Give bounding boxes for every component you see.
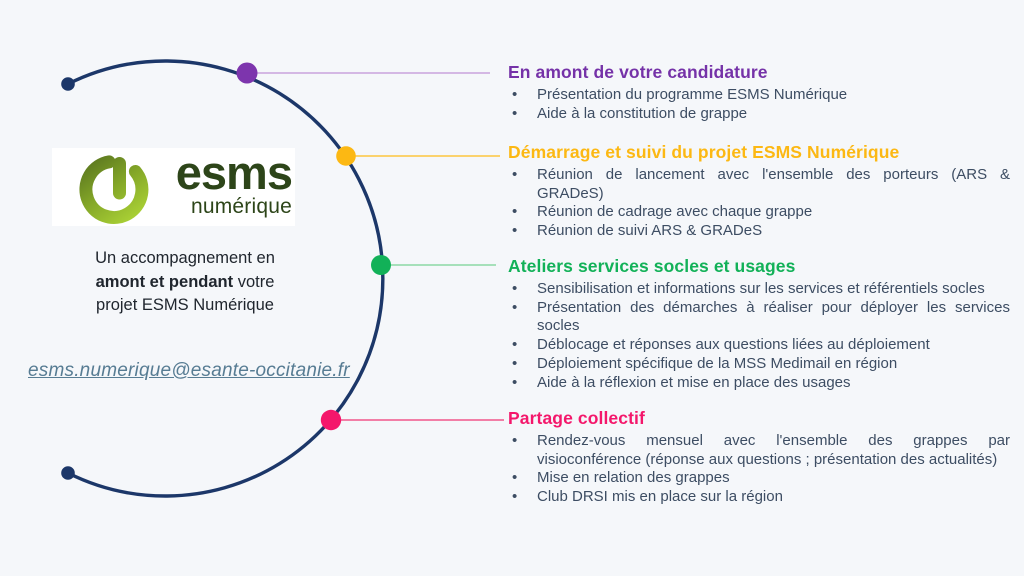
- arc-endpoint-dot-bottom: [61, 466, 75, 480]
- logo-text-numerique: numérique: [190, 195, 292, 218]
- list-item: Réunion de suivi ARS & GRADeS: [508, 222, 1010, 241]
- arc-endpoint-dot-top: [61, 77, 75, 91]
- tagline-line-3: projet ESMS Numérique: [96, 296, 274, 314]
- tagline-line-2: amont et pendant votre: [30, 271, 340, 295]
- list-item: Aide à la constitution de grappe: [508, 105, 1010, 124]
- bullet-list: Présentation du programme ESMS Numérique…: [508, 86, 1010, 123]
- section-title: Démarrage et suivi du projet ESMS Numéri…: [508, 142, 900, 162]
- list-item: Sensibilisation et informations sur les …: [508, 280, 1010, 299]
- esms-numerique-logo: esms numérique: [52, 148, 295, 226]
- milestone-dot-yellow: [336, 146, 356, 166]
- list-item: Déploiement spécifique de la MSS Medimai…: [508, 355, 1010, 374]
- section-partage: Partage collectif Rendez-vous mensuel av…: [508, 408, 1010, 507]
- arc-path: [67, 59, 385, 498]
- bullet-list: Sensibilisation et informations sur les …: [508, 280, 1010, 392]
- tagline-bold-suffix: votre: [233, 272, 275, 291]
- tagline: Un accompagnement en amont et pendant vo…: [30, 247, 340, 318]
- logo-text-esms: esms: [175, 146, 293, 199]
- list-item: Présentation des démarches à réaliser po…: [508, 299, 1010, 336]
- esms-ring-icon: [79, 155, 149, 224]
- section-title: Ateliers services socles et usages: [508, 256, 796, 276]
- section-ateliers: Ateliers services socles et usages Sensi…: [508, 256, 1010, 392]
- section-title: Partage collectif: [508, 408, 645, 428]
- bullet-list: Réunion de lancement avec l'ensemble des…: [508, 166, 1010, 241]
- section-title: En amont de votre candidature: [508, 62, 768, 82]
- tagline-line-1: Un accompagnement en: [95, 249, 275, 267]
- contact-email-link[interactable]: esms.numerique@esante-occitanie.fr: [28, 360, 350, 381]
- list-item: Aide à la réflexion et mise en place des…: [508, 374, 1010, 393]
- bullet-list: Rendez-vous mensuel avec l'ensemble des …: [508, 432, 1010, 507]
- milestone-dot-purple: [236, 62, 258, 84]
- list-item: Réunion de lancement avec l'ensemble des…: [508, 166, 1010, 203]
- list-item: Mise en relation des grappes: [508, 469, 1010, 488]
- list-item: Présentation du programme ESMS Numérique: [508, 86, 1010, 105]
- milestone-dot-pink: [320, 409, 342, 431]
- section-demarrage: Démarrage et suivi du projet ESMS Numéri…: [508, 142, 1010, 241]
- list-item: Déblocage et réponses aux questions liée…: [508, 336, 1010, 355]
- logo-wordmark: esms numérique: [142, 146, 293, 226]
- list-item: Rendez-vous mensuel avec l'ensemble des …: [508, 432, 1010, 469]
- list-item: Club DRSI mis en place sur la région: [508, 488, 1010, 507]
- section-en-amont: En amont de votre candidature Présentati…: [508, 62, 1010, 123]
- list-item: Réunion de cadrage avec chaque grappe: [508, 203, 1010, 222]
- milestone-dot-green: [371, 255, 391, 275]
- tagline-bold: amont et pendant: [95, 272, 234, 291]
